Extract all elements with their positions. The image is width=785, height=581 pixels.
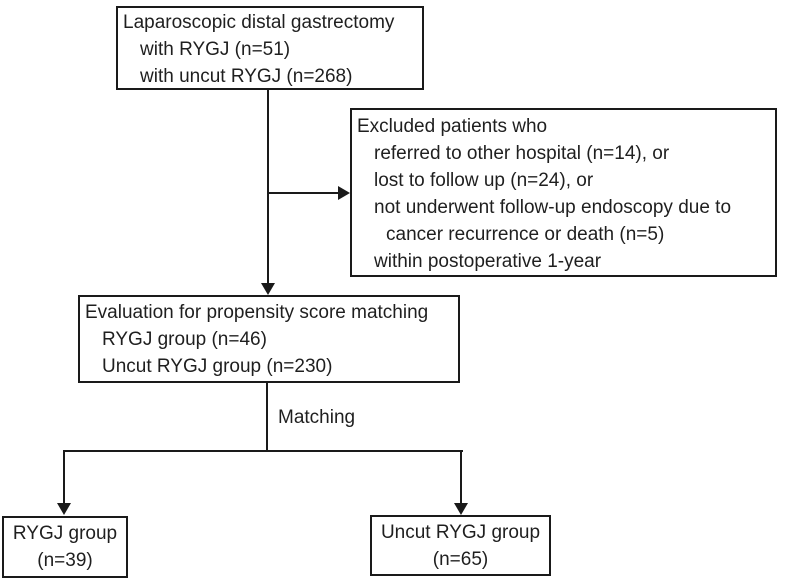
excluded-reason-no-endoscopy-cont: cancer recurrence or death (n=5) bbox=[386, 224, 665, 245]
branch-line bbox=[63, 450, 463, 452]
connector-to-excluded bbox=[267, 192, 339, 194]
arrowhead-down-rygj-icon bbox=[57, 503, 71, 515]
surgery-box-title: Laparoscopic distal gastrectomy bbox=[123, 12, 395, 33]
uncut-rygj-group-count: (n=65) bbox=[432, 549, 489, 570]
arrowhead-down-uncut-icon bbox=[454, 503, 468, 515]
arrowhead-down-evaluation-icon bbox=[261, 283, 275, 295]
excluded-reason-lost: lost to follow up (n=24), or bbox=[374, 170, 594, 191]
propensity-evaluation-box: Evaluation for propensity score matching… bbox=[78, 295, 460, 383]
surgery-box-uncut-count: with uncut RYGJ (n=268) bbox=[140, 66, 353, 87]
evaluation-box-title: Evaluation for propensity score matching bbox=[85, 302, 429, 323]
uncut-rygj-group-title: Uncut RYGJ group bbox=[380, 522, 541, 543]
connector-branch-to-rygj bbox=[63, 450, 65, 504]
uncut-rygj-group-box: Uncut RYGJ group (n=65) bbox=[370, 515, 551, 576]
excluded-reason-no-endoscopy: not underwent follow-up endoscopy due to bbox=[374, 197, 732, 218]
rygj-group-box: RYGJ group (n=39) bbox=[2, 516, 128, 578]
excluded-reason-referred: referred to other hospital (n=14), or bbox=[374, 143, 670, 164]
connector-surgery-to-evaluation bbox=[267, 90, 269, 284]
surgery-box-rygj-count: with RYGJ (n=51) bbox=[140, 39, 291, 60]
matching-label: Matching bbox=[278, 407, 356, 428]
excluded-patients-box: Excluded patients who referred to other … bbox=[350, 108, 777, 277]
connector-branch-to-uncut bbox=[460, 450, 462, 504]
excluded-timeframe: within postoperative 1-year bbox=[374, 251, 602, 272]
arrowhead-right-excluded-icon bbox=[338, 186, 350, 200]
rygj-group-count: (n=39) bbox=[37, 550, 93, 571]
connector-evaluation-to-branch bbox=[266, 383, 268, 452]
evaluation-uncut-count: Uncut RYGJ group (n=230) bbox=[102, 356, 333, 377]
evaluation-rygj-count: RYGJ group (n=46) bbox=[102, 329, 267, 350]
excluded-box-title: Excluded patients who bbox=[357, 116, 548, 137]
rygj-group-title: RYGJ group bbox=[12, 523, 118, 544]
surgery-cohort-box: Laparoscopic distal gastrectomy with RYG… bbox=[116, 6, 424, 90]
